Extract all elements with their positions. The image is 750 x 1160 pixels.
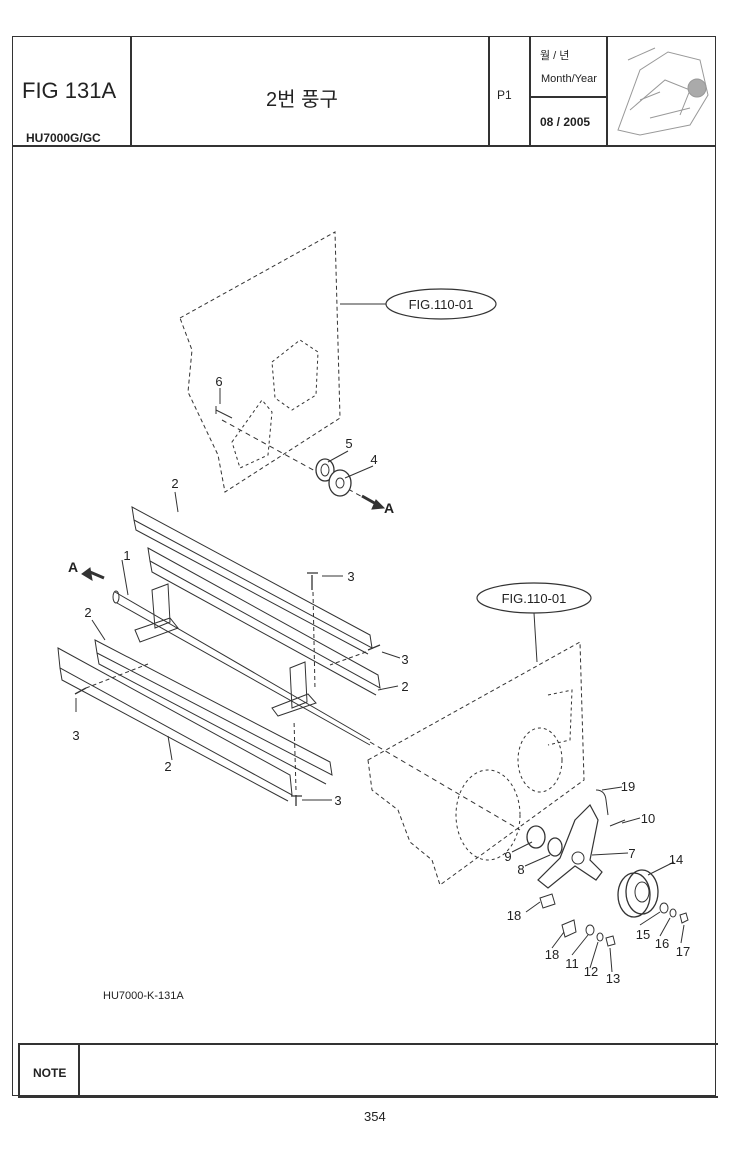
callout-2-right: 2 <box>401 679 408 694</box>
header-divider-4 <box>606 36 608 146</box>
note-divider <box>78 1043 80 1097</box>
callout-2-bottom: 2 <box>164 759 171 774</box>
note-top-line <box>18 1043 718 1045</box>
callout-4: 4 <box>370 452 377 467</box>
callout-2-top: 2 <box>171 476 178 491</box>
page-frame <box>12 36 716 1096</box>
callout-19: 19 <box>621 779 635 794</box>
callout-3-top: 3 <box>347 569 354 584</box>
note-label: NOTE <box>33 1066 67 1080</box>
arrow-label-upper: A <box>384 500 394 516</box>
header-divider-1 <box>130 36 132 146</box>
callout-3-left: 3 <box>72 728 79 743</box>
page-number: 354 <box>364 1109 386 1124</box>
revision-date: 08 / 2005 <box>540 115 591 129</box>
callout-8: 8 <box>517 862 524 877</box>
bearing-part <box>315 458 335 482</box>
drawing-code: HU7000-K-131A <box>103 990 184 1002</box>
callout-15: 15 <box>636 927 650 942</box>
header-divider-2 <box>488 36 490 146</box>
model-name: HU7000G/GC <box>26 131 101 145</box>
upper-frame-outline <box>179 231 341 493</box>
flange-part <box>328 469 352 497</box>
channel-upper-2 <box>147 547 381 689</box>
month-year-english-label: Month/Year <box>541 73 597 85</box>
note-left-line <box>18 1043 20 1097</box>
bracket-right <box>271 661 317 717</box>
figure-id: FIG 131A <box>22 78 117 103</box>
header-bottom-line <box>12 145 716 147</box>
block-part-lower <box>561 919 577 938</box>
arrow-label-left: A <box>68 559 78 575</box>
channel-lower-1 <box>94 639 333 776</box>
callout-17: 17 <box>676 944 690 959</box>
callout-7: 7 <box>628 846 635 861</box>
bracket-left <box>134 583 179 643</box>
spring-part <box>595 789 609 816</box>
callout-6: 6 <box>215 374 222 389</box>
callout-14: 14 <box>669 852 683 867</box>
page-title: 2번 풍구 <box>266 89 338 111</box>
bearing-part-lower <box>547 837 563 857</box>
block-part-upper <box>539 893 556 909</box>
channel-lower-2 <box>57 647 293 796</box>
header-divider-3 <box>529 36 531 146</box>
callout-2-left: 2 <box>84 605 91 620</box>
callout-3-right: 3 <box>401 652 408 667</box>
lower-frame-outline <box>367 641 585 886</box>
callout-1: 1 <box>123 548 130 563</box>
note-bottom-line <box>18 1096 718 1098</box>
callout-11: 11 <box>565 956 579 971</box>
callout-9: 9 <box>504 849 511 864</box>
callout-10: 10 <box>641 811 655 826</box>
seal-ring-part <box>526 825 546 849</box>
reference-label-lower: FIG.110-01 <box>502 591 567 606</box>
callout-18-upper: 18 <box>507 908 521 923</box>
month-year-korean-label: 월 / 년 <box>540 50 570 62</box>
month-year-divider <box>529 96 607 98</box>
callout-18-lower: 18 <box>545 947 559 962</box>
callout-12: 12 <box>584 964 598 979</box>
reference-label-upper: FIG.110-01 <box>409 297 474 312</box>
callout-16: 16 <box>655 936 669 951</box>
page-label: P1 <box>497 88 512 102</box>
callout-3-bottom: 3 <box>334 793 341 808</box>
callout-5: 5 <box>345 436 352 451</box>
tension-arm-part <box>537 804 603 889</box>
callout-13: 13 <box>606 971 620 986</box>
